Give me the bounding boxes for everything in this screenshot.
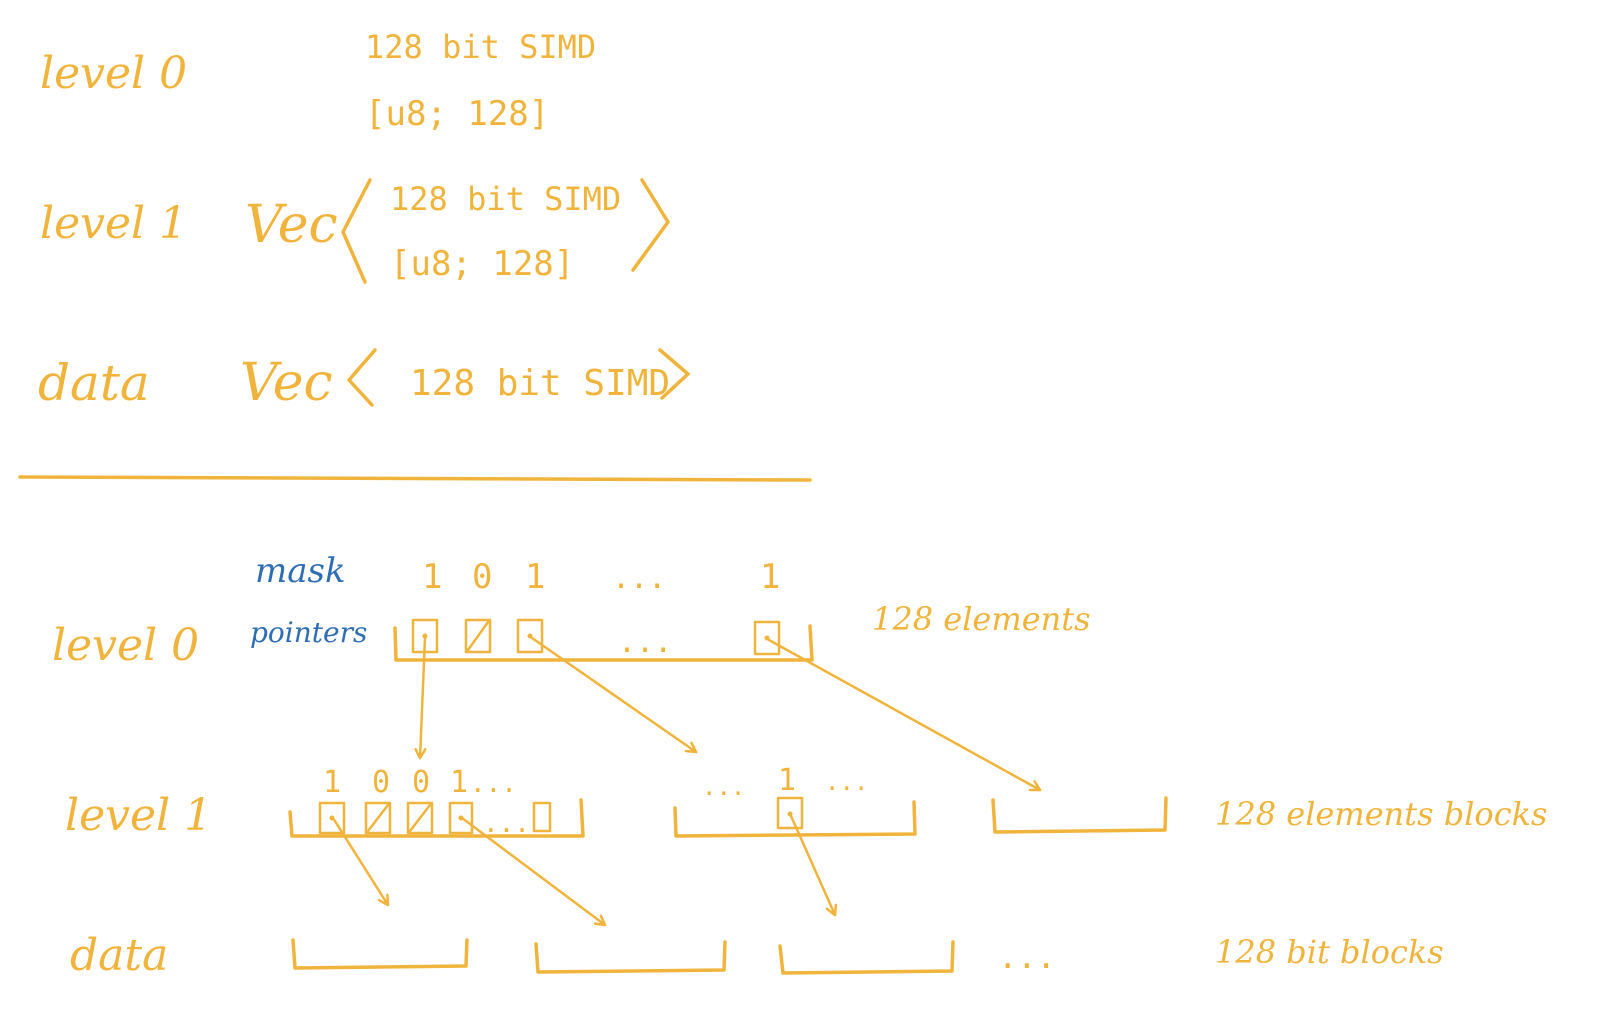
section-divider bbox=[18, 475, 812, 482]
arrow-l0-0-to-l1-block1 bbox=[420, 636, 425, 760]
l1-b2-ellipsis-right: ... bbox=[825, 768, 868, 796]
arrow-l0-2-to-l1-block2 bbox=[530, 636, 698, 754]
top-level1-vec: Vec bbox=[245, 195, 338, 255]
top-data-close-angle bbox=[658, 348, 690, 400]
top-level1-label: level 1 bbox=[40, 198, 187, 249]
arrow-l1-b1-0-to-data1 bbox=[331, 816, 390, 907]
data-block-2 bbox=[534, 940, 727, 974]
arrow-l1-b2-to-data3 bbox=[789, 814, 835, 917]
mask-bit-0: 1 bbox=[422, 557, 442, 597]
top-level1-close-angle bbox=[631, 178, 670, 272]
pointers-label: pointers bbox=[250, 616, 367, 649]
l1-block1-bracket bbox=[288, 798, 585, 838]
level0-pointer-dot-0 bbox=[422, 633, 428, 639]
top-data-content: 128 bit SIMD bbox=[410, 363, 670, 404]
data-block-3 bbox=[778, 940, 955, 975]
top-level1-line1: 128 bit SIMD bbox=[390, 180, 621, 218]
level1-note: 128 elements blocks bbox=[1215, 795, 1547, 833]
top-data-label: data bbox=[38, 354, 150, 412]
top-level0-label: level 0 bbox=[40, 48, 187, 99]
top-level0-line2: [u8; 128] bbox=[365, 94, 549, 134]
data-ellipsis: ... bbox=[998, 938, 1056, 976]
mask-bit-1: 0 bbox=[472, 557, 492, 597]
l1-b1-bit-1: 0 bbox=[372, 765, 390, 800]
arrow-l0-last-to-l1-block3 bbox=[767, 638, 1042, 790]
mask-bit-last: 1 bbox=[760, 557, 780, 597]
l1-block2-bracket bbox=[673, 800, 917, 838]
top-data-vec: Vec bbox=[240, 353, 333, 413]
mask-label: mask bbox=[255, 551, 346, 591]
arrow-l1-b1-3-to-data2 bbox=[460, 816, 607, 927]
l1-b1-box-2-null bbox=[406, 801, 434, 835]
l1-b1-bit-0: 1 bbox=[323, 765, 341, 800]
l1-block3-bracket bbox=[991, 796, 1168, 834]
top-data-open-angle bbox=[347, 348, 377, 407]
l1-b1-bit-2: 0 bbox=[412, 765, 430, 800]
l1-b2-ellipsis-left: ... bbox=[702, 773, 745, 801]
level0-pointer-box-last bbox=[753, 620, 781, 656]
l1-b2-bit: 1 bbox=[778, 763, 796, 798]
bottom-level1-label: level 1 bbox=[65, 790, 212, 841]
level0-pointer-box-1-null bbox=[464, 618, 492, 654]
level0-null-slash-1 bbox=[466, 620, 490, 652]
l1-b1-box-1-null bbox=[364, 801, 392, 835]
bottom-data-label: data bbox=[70, 930, 168, 981]
l1-b1-box-0 bbox=[318, 801, 346, 835]
level0-note: 128 elements bbox=[872, 600, 1091, 638]
bottom-level0-label: level 0 bbox=[52, 620, 199, 671]
mask-bit-ellipsis: ... bbox=[612, 561, 666, 596]
l1-b2-box bbox=[776, 796, 804, 830]
l1-b1-inner-ellipsis: ... bbox=[483, 809, 530, 839]
l1-b1-box-last bbox=[532, 801, 552, 833]
l1-b1-box-3 bbox=[448, 801, 474, 835]
mask-bit-2: 1 bbox=[525, 557, 545, 597]
l1-b1-bit-3: 1 bbox=[450, 765, 468, 800]
level0-box-ellipsis: ... bbox=[618, 625, 672, 660]
top-level0-line1: 128 bit SIMD bbox=[365, 28, 596, 66]
top-level1-line2: [u8; 128] bbox=[390, 244, 574, 284]
level0-pointer-box-2 bbox=[516, 618, 544, 654]
l1-b1-bit-ellipsis: ... bbox=[470, 769, 517, 799]
l1-b1-null-slash-1 bbox=[366, 803, 390, 833]
data-block-1 bbox=[291, 938, 469, 970]
data-note: 128 bit blocks bbox=[1215, 933, 1444, 971]
l1-b1-null-slash-2 bbox=[408, 803, 432, 833]
level0-bracket bbox=[393, 624, 814, 662]
top-level1-open-angle bbox=[341, 178, 372, 284]
